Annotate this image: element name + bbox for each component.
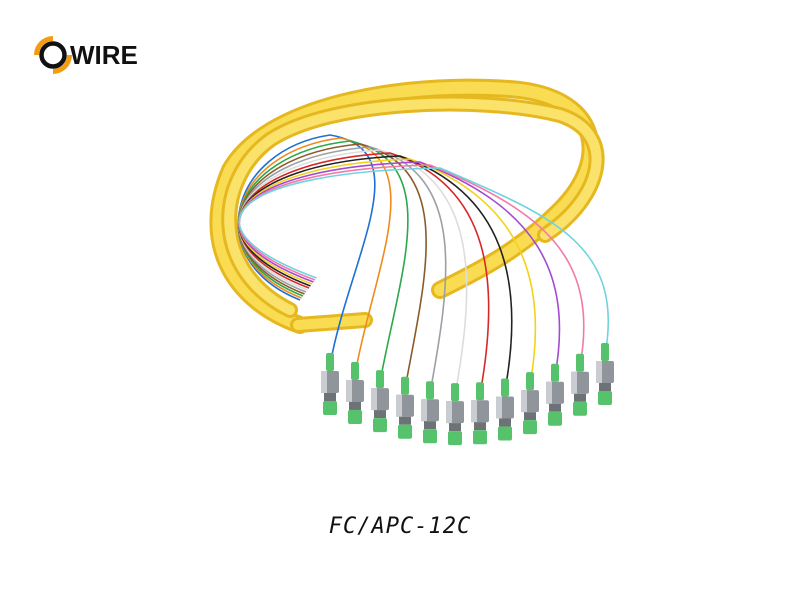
fc-apc-connectors xyxy=(321,343,614,446)
connector xyxy=(496,378,514,441)
fiber xyxy=(238,167,610,356)
colored-fibers xyxy=(237,134,610,396)
connector xyxy=(346,361,364,424)
connector xyxy=(396,376,414,439)
fiber xyxy=(238,164,585,366)
connector xyxy=(471,382,489,445)
product-caption: FC/APC-12C xyxy=(328,514,472,539)
connector xyxy=(596,343,614,405)
connector xyxy=(546,363,564,426)
connector xyxy=(371,370,389,433)
connector xyxy=(571,353,589,416)
connector xyxy=(521,372,539,435)
owire-logo: WIRE xyxy=(34,36,138,74)
connector xyxy=(421,381,439,444)
svg-text:WIRE: WIRE xyxy=(70,40,138,70)
yellow-cable-loop xyxy=(209,78,605,334)
connector xyxy=(321,353,339,415)
connector xyxy=(446,383,464,446)
